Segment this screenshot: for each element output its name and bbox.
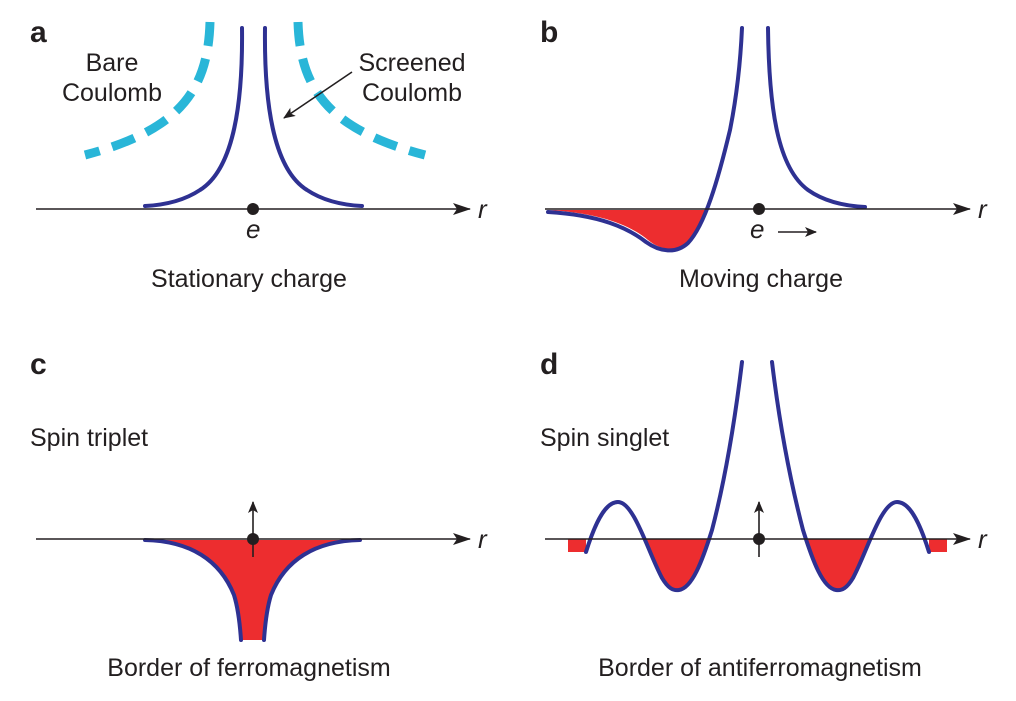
panel-letter-a: a [30,16,47,49]
attractive-region-c [145,540,360,640]
bare-coulomb-label-line1: Bare [86,49,139,77]
screened-coulomb-label-line2: Coulomb [362,79,462,107]
charge-label-b: e [750,214,764,244]
spin-label-c: Spin triplet [30,424,148,452]
panel-d: d Spin singlet r Border of antiferromagn… [540,348,988,682]
axis-label-b: r [978,194,988,224]
panel-letter-b: b [540,16,558,49]
potential-curve-c-right [262,538,362,642]
axis-label-a: r [478,194,488,224]
caption-a: Stationary charge [151,265,347,293]
panel-b: b r e Moving charge [540,16,988,293]
attractive-region-d-edge-left [568,539,586,552]
screened-coulomb-label-line1: Screened [358,49,465,77]
bare-coulomb-curve-left [83,21,215,160]
screened-coulomb-curve-left [143,26,245,208]
potential-curve-b [546,26,744,253]
potential-curve-b-right [766,26,867,209]
caption-c: Border of ferromagnetism [107,654,390,682]
attractive-region-d-edge-right [929,539,947,552]
charge-dot-b [753,203,765,215]
caption-b: Moving charge [679,265,843,293]
potential-curve-c [143,538,243,642]
screened-pointer-arrow [283,71,353,119]
panel-a: a Bare Coulomb Screened Coulomb r e Stat… [30,16,488,293]
screened-coulomb-curve-right [262,26,364,208]
panel-c: c Spin triplet r Border of ferromagnetis… [30,348,488,682]
charge-dot-a [247,203,259,215]
axis-label-d: r [978,524,988,554]
potential-curve-d-right [770,360,931,593]
spin-label-d: Spin singlet [540,424,669,452]
bare-coulomb-curve-right [293,21,427,160]
attractive-region-b [548,210,707,249]
bare-coulomb-label-line2: Coulomb [62,79,162,107]
potential-curve-d-left [584,360,744,593]
axis-label-c: r [478,524,488,554]
caption-d: Border of antiferromagnetism [598,654,922,682]
panel-letter-d: d [540,348,558,381]
panel-letter-c: c [30,348,47,381]
charge-label-a: e [246,214,260,244]
